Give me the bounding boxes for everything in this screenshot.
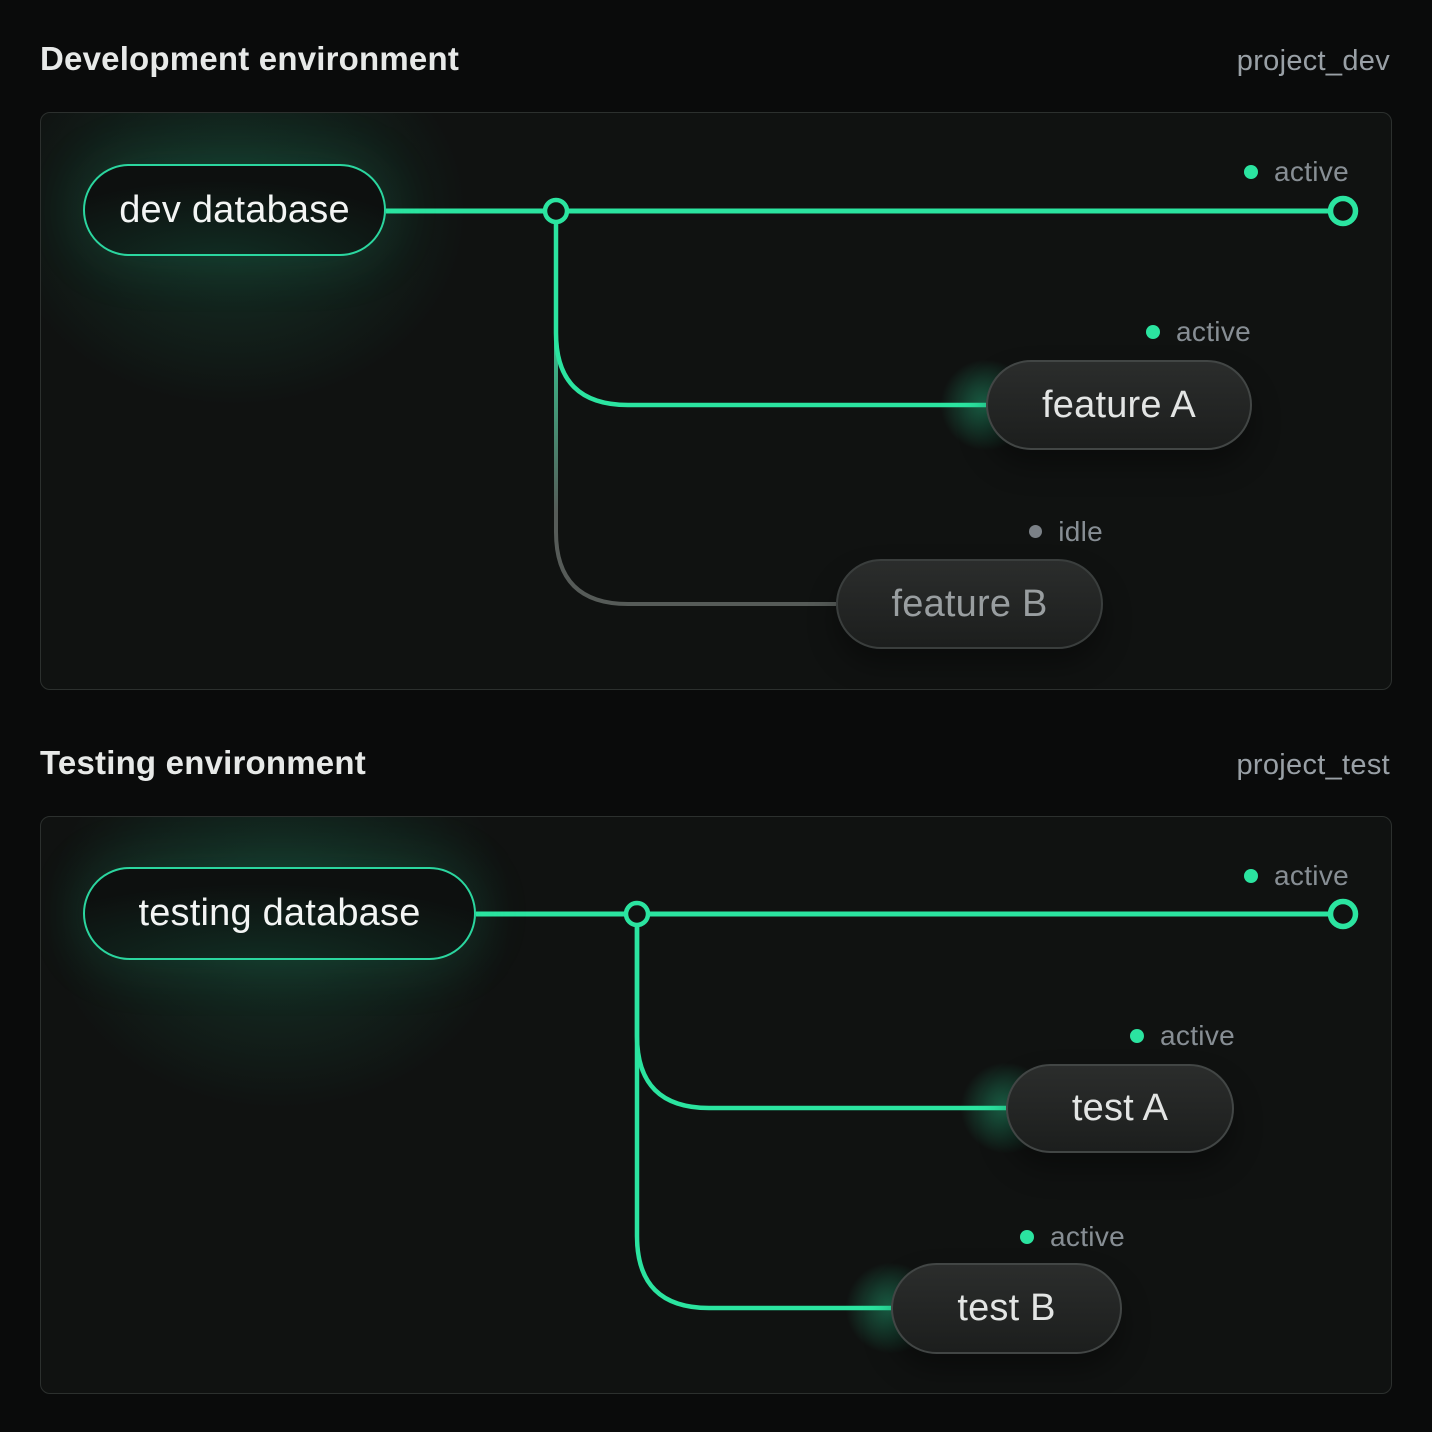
main-branch-status: active	[1244, 155, 1349, 188]
branch-endpoint-icon	[1327, 898, 1359, 930]
active-branch-line	[553, 211, 986, 408]
status-dot-icon	[1244, 868, 1259, 883]
branch-endpoint-icon	[1327, 195, 1359, 227]
idle-branch-line	[554, 211, 836, 606]
node-label: feature A	[1042, 383, 1196, 426]
test-diagram-panel: testing database test A test B active ac…	[40, 816, 1392, 1394]
status-dot-icon	[1029, 525, 1043, 538]
status-dot-icon	[1020, 1229, 1035, 1244]
node-label: dev database	[119, 188, 350, 231]
status-dot-icon	[1130, 1028, 1145, 1043]
status-label: active	[1274, 860, 1349, 891]
branch-point-icon	[623, 900, 651, 928]
feature-b-status: idle	[1029, 515, 1103, 548]
active-branch-line	[634, 914, 1006, 1111]
node-label: test B	[957, 1287, 1056, 1329]
dev-database-node[interactable]: dev database	[83, 164, 386, 256]
test-a-status: active	[1130, 1019, 1235, 1052]
testing-database-node[interactable]: testing database	[83, 867, 476, 960]
node-label: feature B	[891, 582, 1048, 625]
project-label: project_dev	[1236, 45, 1390, 77]
feature-b-node[interactable]: feature B	[836, 559, 1103, 649]
test-b-status: active	[1020, 1220, 1125, 1253]
feature-a-node[interactable]: feature A	[986, 360, 1252, 450]
dev-diagram-panel: dev database feature A feature B active …	[40, 112, 1392, 690]
status-label: active	[1160, 1020, 1235, 1051]
status-dot-icon	[1244, 164, 1259, 179]
node-label: test A	[1071, 1087, 1169, 1129]
status-label: idle	[1058, 516, 1103, 547]
section-title: Testing environment	[40, 744, 366, 781]
branch-connectors	[386, 195, 1359, 606]
section-title: Development environment	[40, 40, 460, 77]
section-header: Development environment project_dev	[40, 40, 1392, 80]
status-label: active	[1176, 316, 1251, 347]
project-label: project_test	[1236, 749, 1390, 781]
testing-environment-section: Testing environment project_test testing…	[40, 744, 1392, 1394]
status-label: active	[1050, 1221, 1125, 1252]
branch-connectors	[476, 898, 1359, 1311]
test-b-node[interactable]: test B	[891, 1263, 1122, 1354]
main-branch-status: active	[1244, 859, 1349, 892]
test-a-node[interactable]: test A	[1006, 1064, 1234, 1153]
active-branch-line	[634, 914, 891, 1311]
status-label: active	[1274, 156, 1349, 187]
section-header: Testing environment project_test	[40, 744, 1392, 784]
feature-a-status: active	[1146, 315, 1251, 348]
branch-point-icon	[542, 197, 570, 225]
development-environment-section: Development environment project_dev dev …	[40, 40, 1392, 690]
node-label: testing database	[138, 892, 421, 934]
status-dot-icon	[1146, 324, 1161, 339]
